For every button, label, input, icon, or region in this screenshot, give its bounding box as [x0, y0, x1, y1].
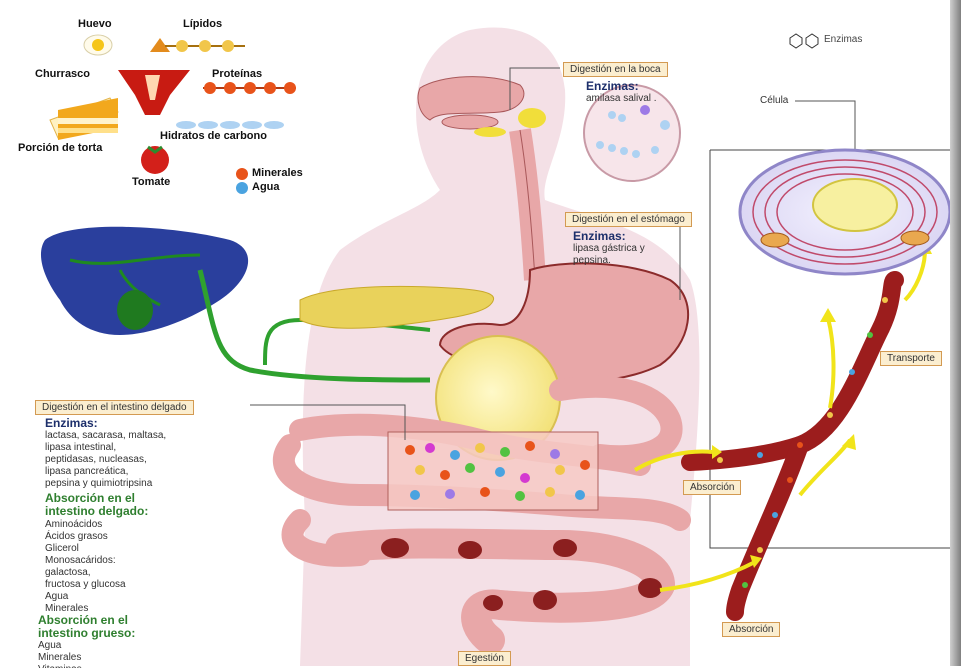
absorcion-item: Agua	[45, 591, 126, 603]
absorcion-item: fructosa y glucosa	[45, 579, 126, 591]
delgado-enzimas-title: Enzimas:	[45, 416, 98, 430]
absorcion-item: Agua	[38, 640, 82, 652]
absorcion-item: Monosacáridos:	[45, 555, 126, 567]
label-celula: Célula	[760, 95, 788, 106]
label-churrasco: Churrasco	[35, 68, 90, 80]
label-egestion: Egestión	[458, 651, 511, 666]
delgado-enzimas-line: lipasa intestinal,	[45, 442, 116, 454]
boca-enzimas-body: amilasa salival .	[586, 93, 657, 105]
label-tomate: Tomate	[132, 176, 170, 188]
label-digestion-estomago: Digestión en el estómago	[565, 212, 692, 227]
lipid-chain-icon	[150, 38, 245, 52]
salivary-gland	[518, 108, 546, 128]
water-dot-icon	[236, 182, 248, 194]
label-digestion-boca: Digestión en la boca	[563, 62, 668, 77]
delgado-enzimas-line: lactasa, sacarasa, maltasa,	[45, 430, 166, 442]
mitochondrion	[901, 231, 929, 245]
estomago-enzimas-line: pepsina.	[573, 255, 611, 267]
label-hidratos: Hidratos de carbono	[160, 130, 267, 142]
page-edge-shadow	[950, 0, 961, 666]
label-digestion-intestino-delgado: Digestión en el intestino delgado	[35, 400, 194, 415]
enzyme-legend-icon	[790, 34, 818, 48]
steak-icon	[118, 70, 190, 115]
label-agua: Agua	[252, 181, 280, 193]
arrow-head	[820, 308, 836, 322]
blood-vessel	[690, 280, 895, 612]
label-huevo: Huevo	[78, 18, 112, 30]
absorcion-item: galactosa,	[45, 567, 126, 579]
absorcion-item: Vitaminas	[38, 664, 82, 668]
delgado-enzimas-line: pepsina y quimiotripsina	[45, 478, 152, 490]
protein-chain-icon	[203, 82, 296, 94]
mineral-dot-icon	[236, 168, 248, 180]
tomato-icon	[141, 146, 169, 174]
boca-enzimas-title: Enzimas:	[586, 79, 639, 93]
absorcion-item: Minerales	[38, 652, 82, 664]
label-proteinas: Proteínas	[212, 68, 262, 80]
label-torta: Porción de torta	[18, 142, 102, 154]
cake-slice-icon	[50, 98, 118, 140]
absorcion-item: Glicerol	[45, 543, 126, 555]
egg-icon	[84, 35, 112, 55]
delgado-absorcion-title: intestino delgado:	[45, 505, 148, 518]
absorcion-item: Ácidos grasos	[45, 531, 126, 543]
mitochondrion	[761, 233, 789, 247]
label-absorcion-grueso: Absorción	[722, 622, 780, 637]
estomago-enzimas-title: Enzimas:	[573, 229, 626, 243]
salivary-gland-lower	[474, 127, 506, 137]
absorcion-item: Aminoácidos	[45, 519, 126, 531]
delgado-enzimas-line: lipasa pancreática,	[45, 466, 128, 478]
delgado-enzimas-line: peptidasas, nucleasas,	[45, 454, 147, 466]
grueso-absorcion-title: intestino grueso:	[38, 627, 135, 640]
label-minerales: Minerales	[252, 167, 303, 179]
estomago-enzimas-line: lipasa gástrica y	[573, 243, 645, 255]
label-transporte: Transporte	[880, 351, 942, 366]
delgado-absorcion-list: Aminoácidos Ácidos grasos Glicerol Monos…	[45, 519, 126, 615]
carbohydrate-chain-icon	[176, 121, 284, 129]
grueso-absorcion-list: Agua Minerales Vitaminas	[38, 640, 82, 668]
legend-enzimas: Enzimas	[824, 34, 862, 45]
cell-nucleus	[813, 179, 897, 231]
label-lipidos: Lípidos	[183, 18, 222, 30]
gallbladder	[117, 290, 153, 330]
label-absorcion-delgado: Absorción	[683, 480, 741, 495]
tongue	[442, 115, 498, 129]
